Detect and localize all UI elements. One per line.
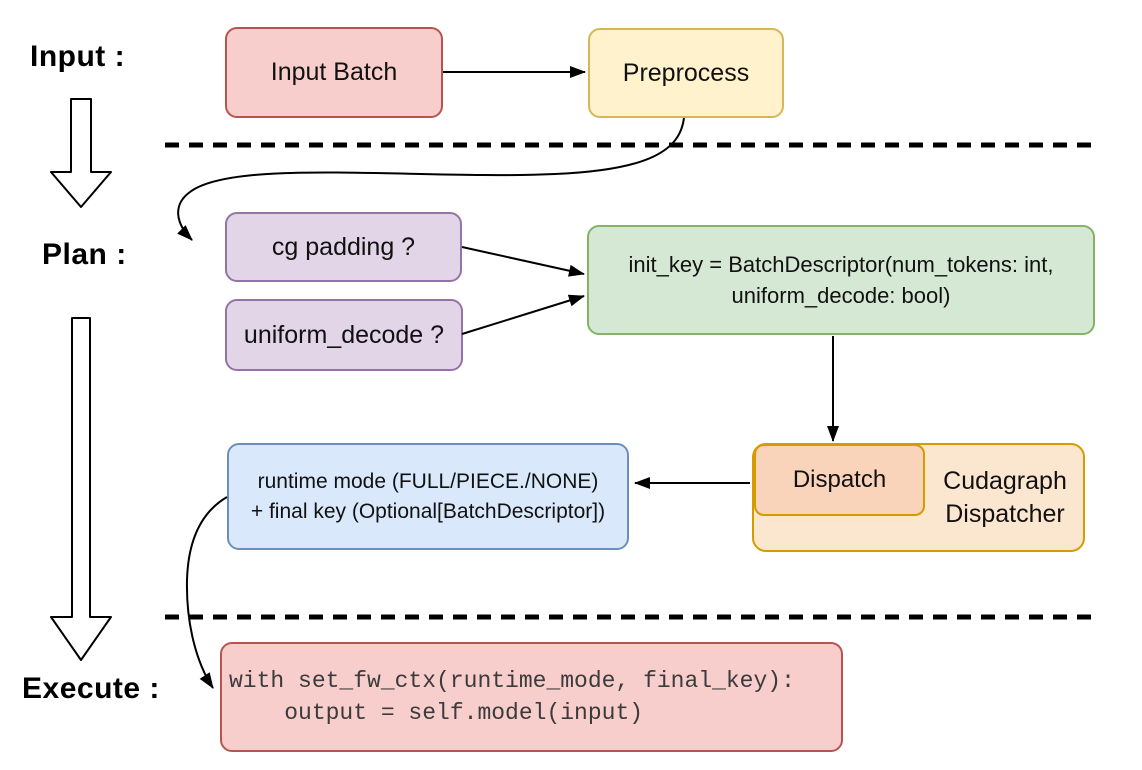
cudagraph-dispatcher-line2: Dispatcher xyxy=(945,499,1065,528)
input-batch-node: Input Batch xyxy=(225,27,443,118)
execute-code-node: with set_fw_ctx(runtime_mode, final_key)… xyxy=(220,642,843,752)
uniform-decode-node: uniform_decode ? xyxy=(225,299,463,371)
input-stage-label: Input : xyxy=(30,40,126,73)
runtime-mode-node: runtime mode (FULL/PIECE./NONE) + final … xyxy=(227,443,629,550)
runtime-mode-line2: + final key (Optional[BatchDescriptor]) xyxy=(250,499,606,523)
cudagraph-dispatcher-line1: Cudagraph xyxy=(943,466,1067,495)
cg-padding-label: cg padding ? xyxy=(271,232,416,261)
preprocess-node: Preprocess xyxy=(588,28,784,118)
runtime-mode-line1: runtime mode (FULL/PIECE./NONE) xyxy=(257,469,599,493)
preprocess-label: Preprocess xyxy=(622,58,750,87)
init-key-node: init_key = BatchDescriptor(num_tokens: i… xyxy=(587,225,1095,335)
arrow-cg-padding-to-init-key xyxy=(461,246,585,277)
init-key-line2: uniform_decode: bool) xyxy=(731,283,951,308)
dispatch-label: Dispatch xyxy=(792,466,887,493)
execute-stage-label: Execute : xyxy=(22,672,160,705)
cg-padding-node: cg padding ? xyxy=(225,212,462,282)
cudagraph-dispatcher-label: Cudagraph Dispatcher xyxy=(925,443,1085,552)
arrow-uniform-decode-to-init-key xyxy=(461,294,585,335)
uniform-decode-label: uniform_decode ? xyxy=(243,320,445,349)
dispatch-node: Dispatch xyxy=(754,444,925,516)
init-key-line1: init_key = BatchDescriptor(num_tokens: i… xyxy=(628,252,1054,277)
plan-to-execute-arrow-icon xyxy=(50,317,112,661)
plan-stage-label: Plan : xyxy=(42,238,127,271)
input-batch-label: Input Batch xyxy=(270,58,398,86)
execute-code-line1: with set_fw_ctx(runtime_mode, final_key)… xyxy=(229,668,795,694)
execute-code-line2: output = self.model(input) xyxy=(229,700,644,726)
input-to-plan-arrow-icon xyxy=(50,98,112,208)
